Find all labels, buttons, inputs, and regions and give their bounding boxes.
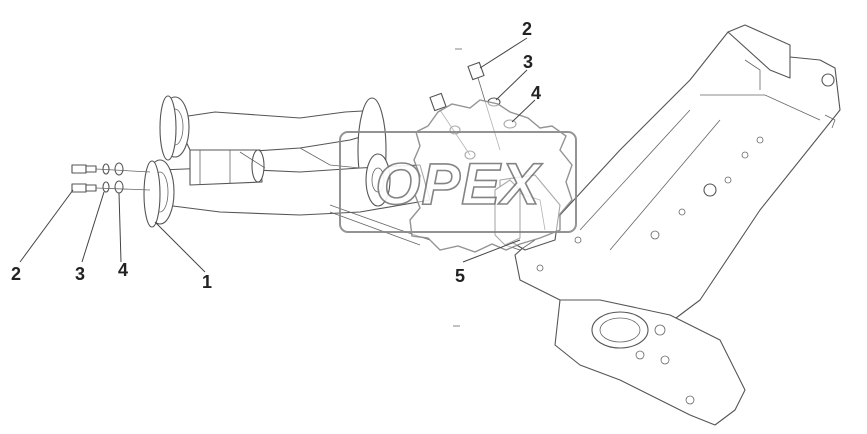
leader-lines [19, 37, 536, 273]
watermark-logo: OPEX [339, 99, 577, 253]
callouts: 2 3 4 5 2 3 4 1 [11, 19, 541, 292]
watermark-text: OPEX [375, 152, 542, 217]
callout-3-left: 3 [75, 264, 85, 284]
top-fasteners [429, 61, 536, 251]
callout-4-top: 4 [531, 83, 541, 103]
callout-4-left: 4 [118, 260, 128, 280]
left-fasteners [71, 162, 151, 194]
callout-2-top: 2 [522, 19, 532, 39]
callout-1: 1 [202, 272, 212, 292]
axle-housing [143, 95, 431, 246]
callout-2-left: 2 [11, 264, 21, 284]
callout-3-top: 3 [523, 52, 533, 72]
callout-5: 5 [455, 266, 465, 286]
